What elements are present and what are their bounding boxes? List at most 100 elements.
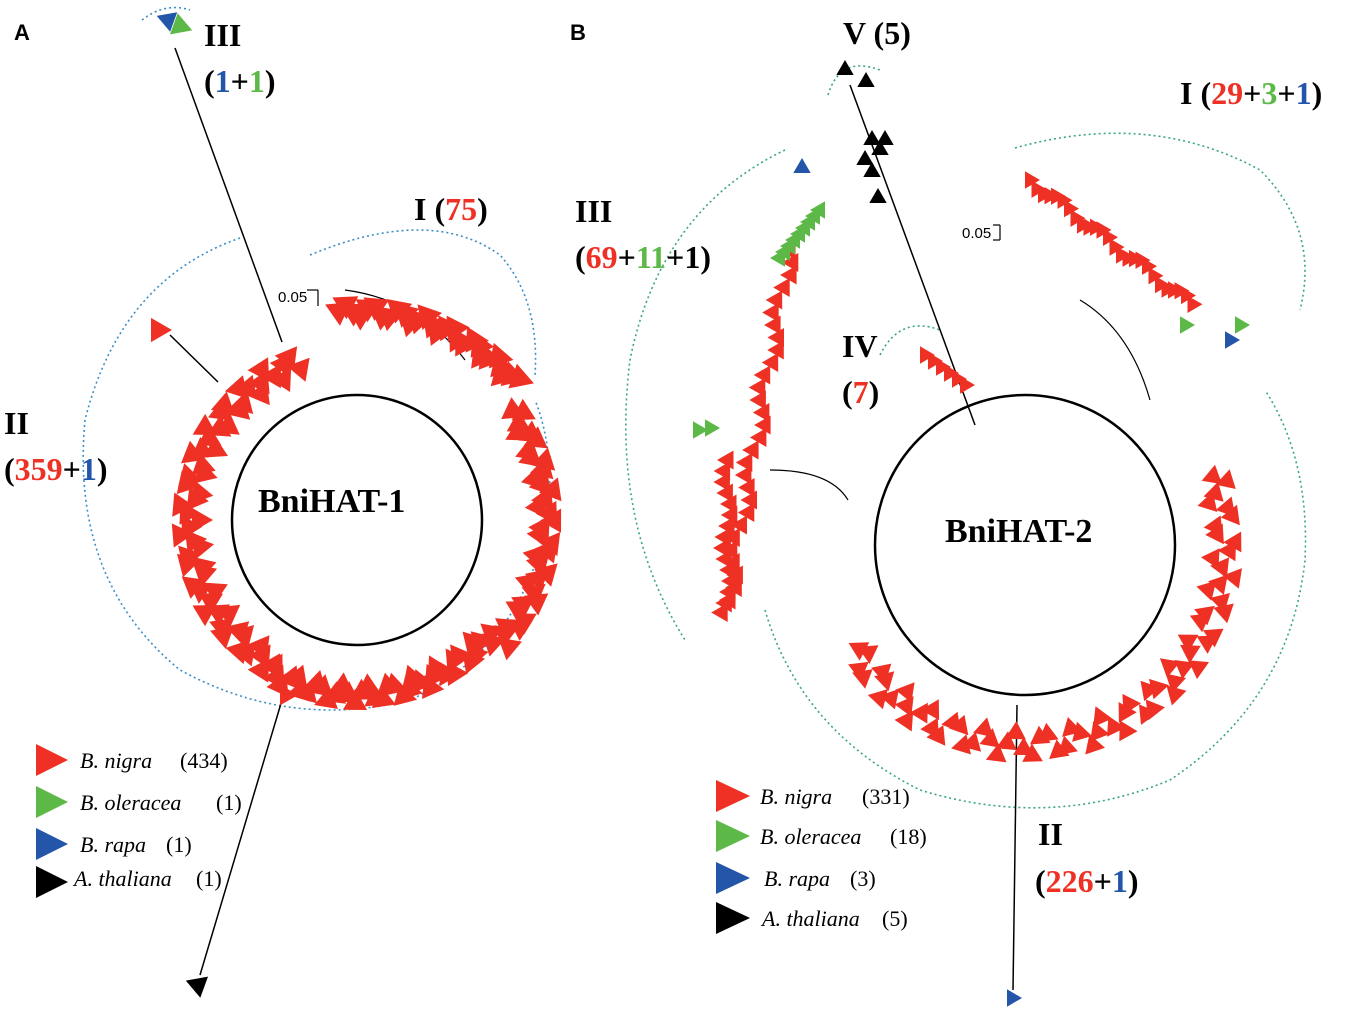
clade-iv-name-b: IV	[842, 328, 878, 364]
b-nigra-tip	[762, 303, 779, 322]
b-nigra-tip	[730, 515, 747, 535]
b-nigra-tip	[936, 358, 951, 376]
b-nigra-tip	[951, 734, 971, 755]
tree-a-branch-iii	[174, 47, 283, 343]
b-nigra-tip	[716, 483, 733, 503]
b-nigra-tip	[1029, 725, 1051, 745]
b-nigra-tip	[1166, 685, 1187, 706]
b-nigra-tip	[314, 686, 338, 709]
svg-text:B. nigra: B. nigra	[80, 748, 152, 773]
b-nigra-tip	[364, 684, 389, 707]
svg-text:A. thaliana: A. thaliana	[760, 906, 860, 931]
b-oleracea-tip	[170, 13, 193, 35]
b-nigra-tip	[1090, 721, 1110, 742]
b-nigra-tip	[1140, 680, 1160, 702]
svg-text:(331): (331)	[862, 784, 910, 809]
tree-b-branch-iii	[769, 469, 849, 501]
b-nigra-tip	[1210, 557, 1230, 579]
tree-b-backbone	[873, 393, 1177, 697]
b-nigra-tip	[979, 728, 1000, 748]
legend-b-item-b-oleracea: B. oleracea (18)	[716, 820, 927, 852]
clade-ii-name-a: II	[4, 405, 29, 441]
svg-text:B. rapa: B. rapa	[80, 832, 146, 857]
clade-iii-arc-b	[625, 149, 786, 641]
a-thaliana-tip	[869, 188, 887, 203]
scale-label-b: 0.05	[962, 225, 991, 242]
b-nigra-tip	[1119, 720, 1138, 742]
svg-text:(1): (1)	[166, 832, 192, 857]
b-nigra-tip	[1208, 574, 1228, 595]
b-nigra-tip	[761, 353, 779, 372]
svg-text:(434): (434)	[180, 748, 228, 773]
panel-a: A 0.05 BniHAT-1 III (1+1) I (75) II (359…	[4, 6, 562, 998]
b-nigra-tip	[1197, 491, 1218, 512]
b-nigra-tip	[247, 635, 270, 660]
b-nigra-tip	[1149, 678, 1169, 700]
a-thaliana-icon	[716, 902, 750, 934]
b-nigra-tip	[1196, 635, 1218, 654]
b-nigra-tip	[280, 684, 298, 706]
b-nigra-tip	[894, 710, 914, 732]
panel-b-letter: B	[570, 20, 586, 45]
b-nigra-tip	[1025, 171, 1040, 189]
clade-iii-name-a: III	[204, 17, 241, 53]
b-nigra-tip	[1187, 295, 1203, 313]
b-nigra-tip	[274, 346, 298, 371]
b-nigra-tip	[151, 317, 172, 343]
b-nigra-tip	[719, 560, 736, 580]
legend-a-item-b-nigra: B. nigra (434)	[36, 744, 228, 776]
b-nigra-tip	[734, 465, 752, 485]
b-nigra-tip	[505, 601, 530, 623]
legend-a-item-a-thaliana: A. thaliana (1)	[36, 866, 222, 898]
b-nigra-tip	[191, 452, 216, 476]
clade-iii-arc-a	[141, 6, 191, 21]
b-nigra-tip	[1188, 660, 1209, 680]
clade-v-arc-b	[827, 65, 881, 96]
b-nigra-tip	[1177, 634, 1199, 653]
b-nigra-tip	[1220, 504, 1240, 526]
b-nigra-tip	[234, 374, 257, 399]
b-rapa-tip	[793, 158, 811, 173]
scale-label-a: 0.05	[278, 289, 307, 306]
b-nigra-tip	[754, 415, 771, 435]
b-nigra-tip	[1180, 644, 1201, 664]
svg-text:(1): (1)	[216, 790, 242, 815]
tree-a-branch-outgroup	[199, 699, 283, 976]
b-nigra-tip	[225, 640, 249, 665]
b-nigra-tip	[738, 478, 755, 497]
b-nigra-tip	[1085, 734, 1105, 755]
b-nigra-tip	[1196, 580, 1217, 601]
svg-text:B. oleracea: B. oleracea	[760, 824, 861, 849]
b-nigra-tip	[1223, 531, 1242, 553]
b-oleracea-tip	[770, 249, 785, 267]
b-nigra-tip	[1005, 721, 1026, 740]
b-nigra-tip	[197, 424, 222, 446]
svg-text:(18): (18)	[890, 824, 927, 849]
b-nigra-tip	[713, 538, 730, 558]
b-nigra-tip	[1201, 464, 1223, 485]
b-nigra-tip	[1013, 737, 1034, 756]
b-nigra-tip	[752, 403, 770, 422]
tree-a-branch-ii-tip	[169, 334, 219, 383]
legend-b-item-b-nigra: B. nigra (331)	[716, 780, 910, 812]
legend-b-item-b-rapa: B. rapa (3)	[716, 862, 876, 894]
b-rapa-tip	[1225, 331, 1240, 349]
clade-v-label-b: V (5)	[843, 15, 911, 51]
legend-b: B. nigra (331) B. oleracea (18) B. rapa …	[716, 780, 927, 934]
b-nigra-tip	[1181, 286, 1196, 305]
b-nigra-tip	[867, 689, 888, 710]
center-label-b: BniHAT-2	[945, 513, 1092, 550]
b-nigra-tip	[1205, 523, 1224, 545]
tree-b-tips	[693, 60, 1250, 1007]
b-nigra-tip	[894, 696, 914, 717]
panel-b: B 0.05 BniHAT-2 V (5) I (29+3+1) III (69…	[570, 15, 1322, 1007]
b-nigra-tip	[1049, 739, 1070, 759]
b-nigra-tip	[920, 346, 935, 364]
b-nigra-tip	[286, 357, 310, 382]
svg-text:A. thaliana: A. thaliana	[72, 866, 172, 891]
b-nigra-tip	[848, 661, 869, 681]
b-nigra-tip	[1213, 603, 1234, 624]
b-nigra-tip	[944, 364, 959, 382]
legend-a-item-b-oleracea: B. oleracea (1)	[36, 786, 242, 818]
